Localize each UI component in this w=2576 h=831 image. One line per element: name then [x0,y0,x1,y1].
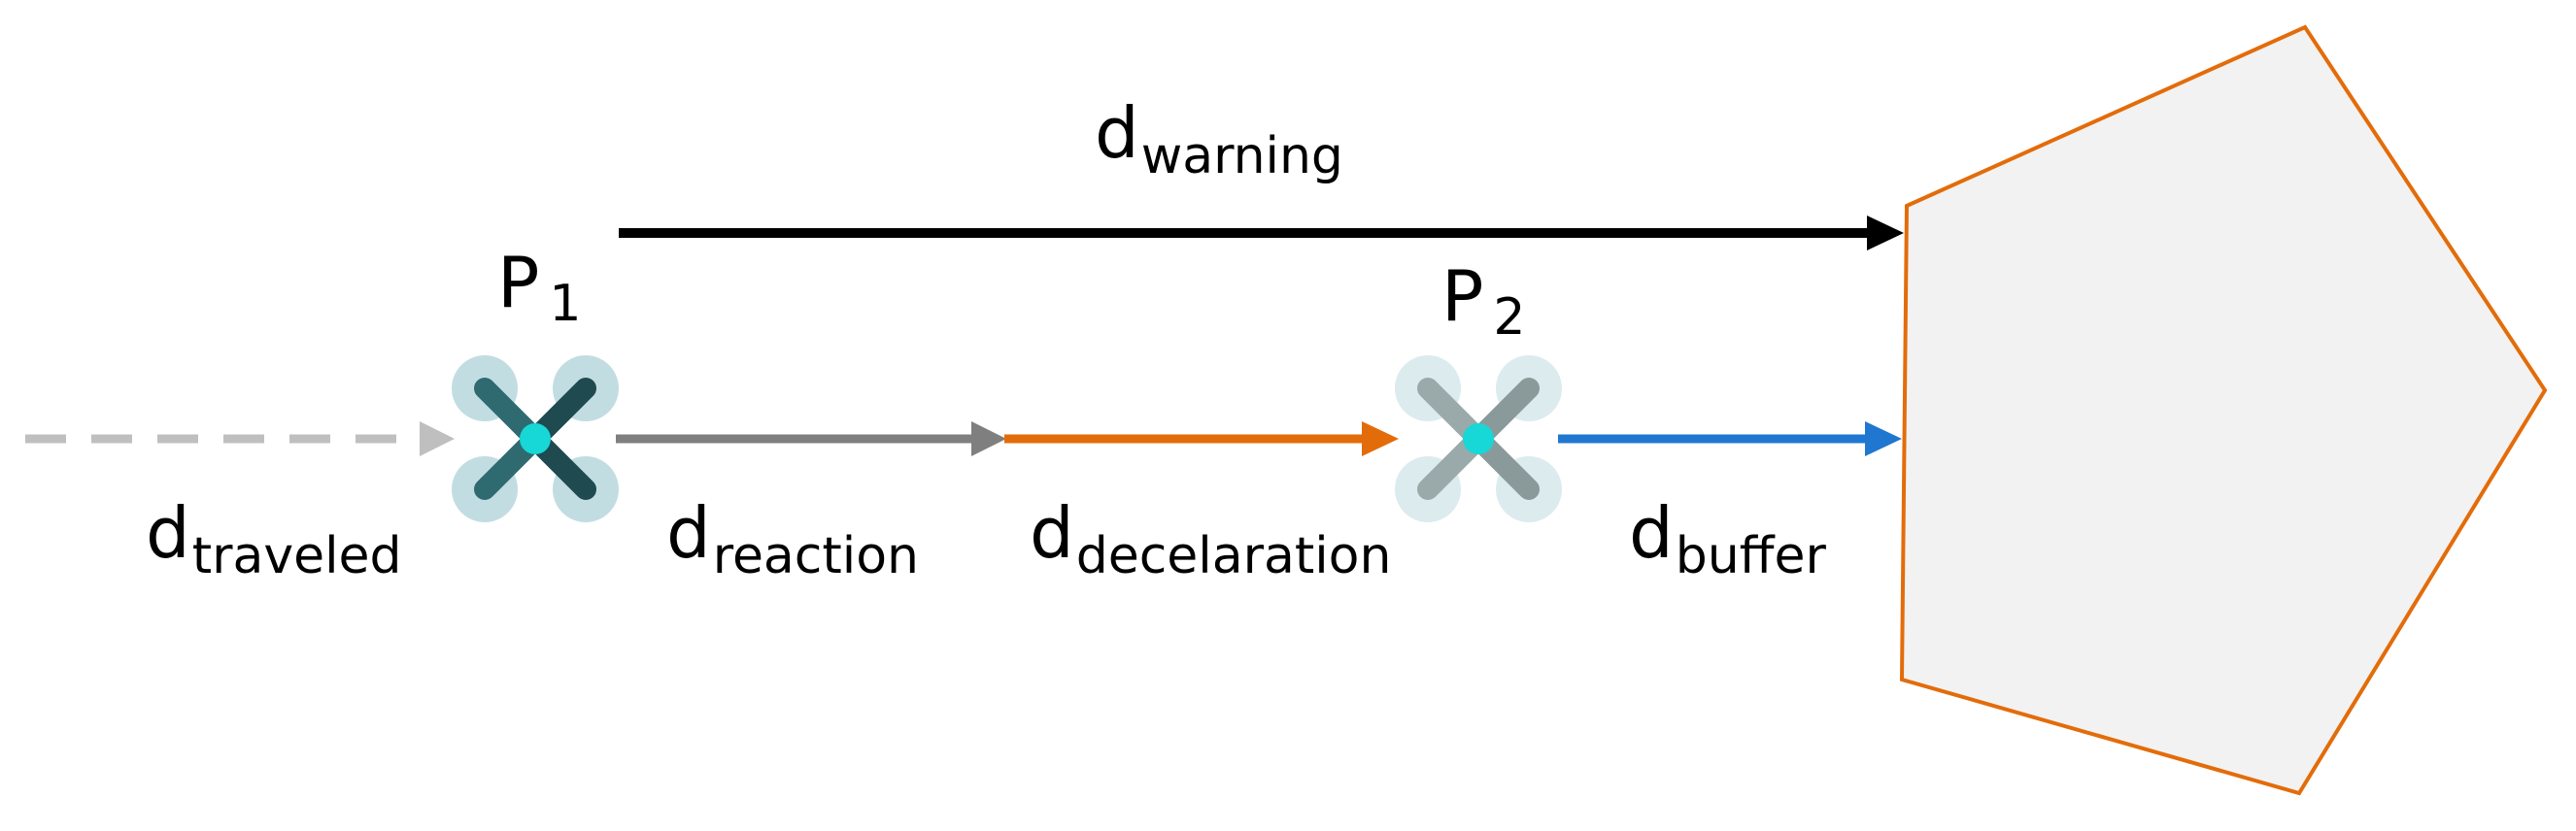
label-p1-base: P [497,242,539,323]
drone-p1-icon [452,355,619,522]
label-d-reaction-base: d [666,492,711,574]
drone-p2-icon [1395,355,1562,522]
label-d-traveled-base: d [146,492,190,574]
label-d-deceleration: ddecelaration [1030,492,1391,585]
label-d-reaction-sub: reaction [713,527,919,585]
traveled-arrow-head [420,421,455,456]
label-d-reaction: dreaction [666,492,919,585]
obstacle-polygon [1899,24,2548,796]
label-d-warning: dwarning [1095,92,1343,185]
buffer-arrow-head [1865,421,1902,456]
label-d-deceleration-sub: decelaration [1076,527,1392,585]
label-p2-sub: 2 [1493,288,1525,347]
label-d-traveled: dtraveled [146,492,402,585]
label-d-buffer-sub: buffer [1676,527,1827,585]
label-d-warning-sub: warning [1141,127,1343,185]
label-p2-base: P [1441,255,1483,337]
label-p1-sub: 1 [549,275,581,333]
label-d-buffer: dbuffer [1629,492,1826,585]
label-d-deceleration-base: d [1030,492,1074,574]
reaction-arrow-head [971,421,1006,456]
label-d-warning-base: d [1095,92,1139,174]
warning-arrow-head [1867,216,1904,250]
deceleration-arrow-head [1362,421,1399,456]
label-d-buffer-base: d [1629,492,1674,574]
label-d-traveled-sub: traveled [192,527,402,585]
